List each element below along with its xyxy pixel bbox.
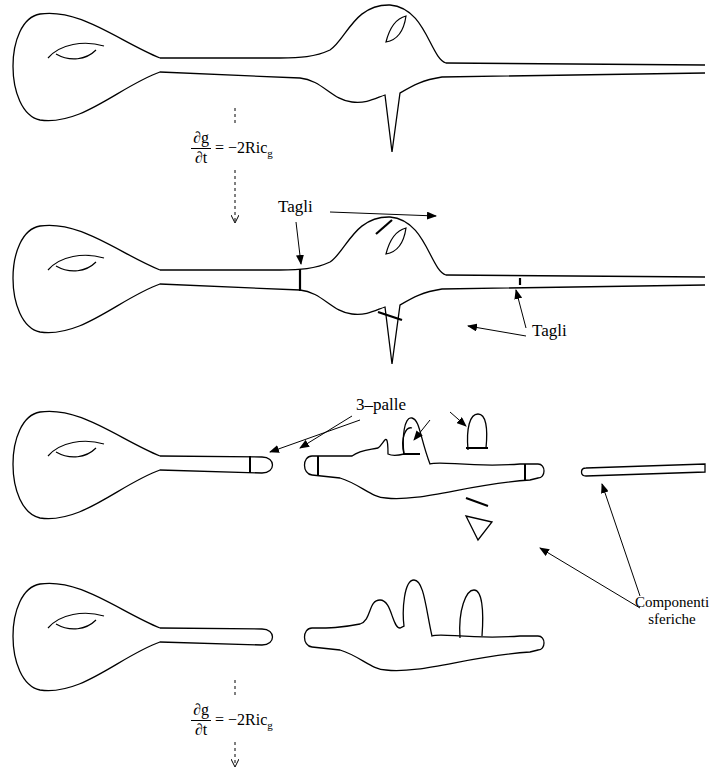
- subscript: g: [267, 147, 273, 159]
- equation-rhs: = −2Ric: [215, 139, 267, 157]
- subscript: g: [267, 719, 273, 731]
- denominator: ∂t: [193, 721, 209, 739]
- cut-label: Tagli: [532, 322, 567, 341]
- equation-rhs: = −2Ric: [215, 711, 267, 729]
- manifold-result: [13, 580, 544, 691]
- manifold-start: [13, 5, 705, 152]
- numerator: ∂g: [191, 701, 211, 720]
- denominator: ∂t: [193, 149, 209, 167]
- manifold-after-surgery: [13, 411, 705, 540]
- leader-lines: [270, 212, 640, 608]
- numerator: ∂g: [191, 129, 211, 148]
- ricci-flow-equation: ∂g∂t = −2Ricg: [188, 701, 276, 739]
- ball-label: 3–palle: [356, 396, 406, 415]
- manifold-with-cuts: [13, 217, 705, 364]
- cut-label: Tagli: [278, 198, 313, 217]
- ricci-flow-equation: ∂g∂t = −2Ricg: [188, 129, 276, 167]
- sphere-components-label: Componenti sferiche: [632, 594, 712, 627]
